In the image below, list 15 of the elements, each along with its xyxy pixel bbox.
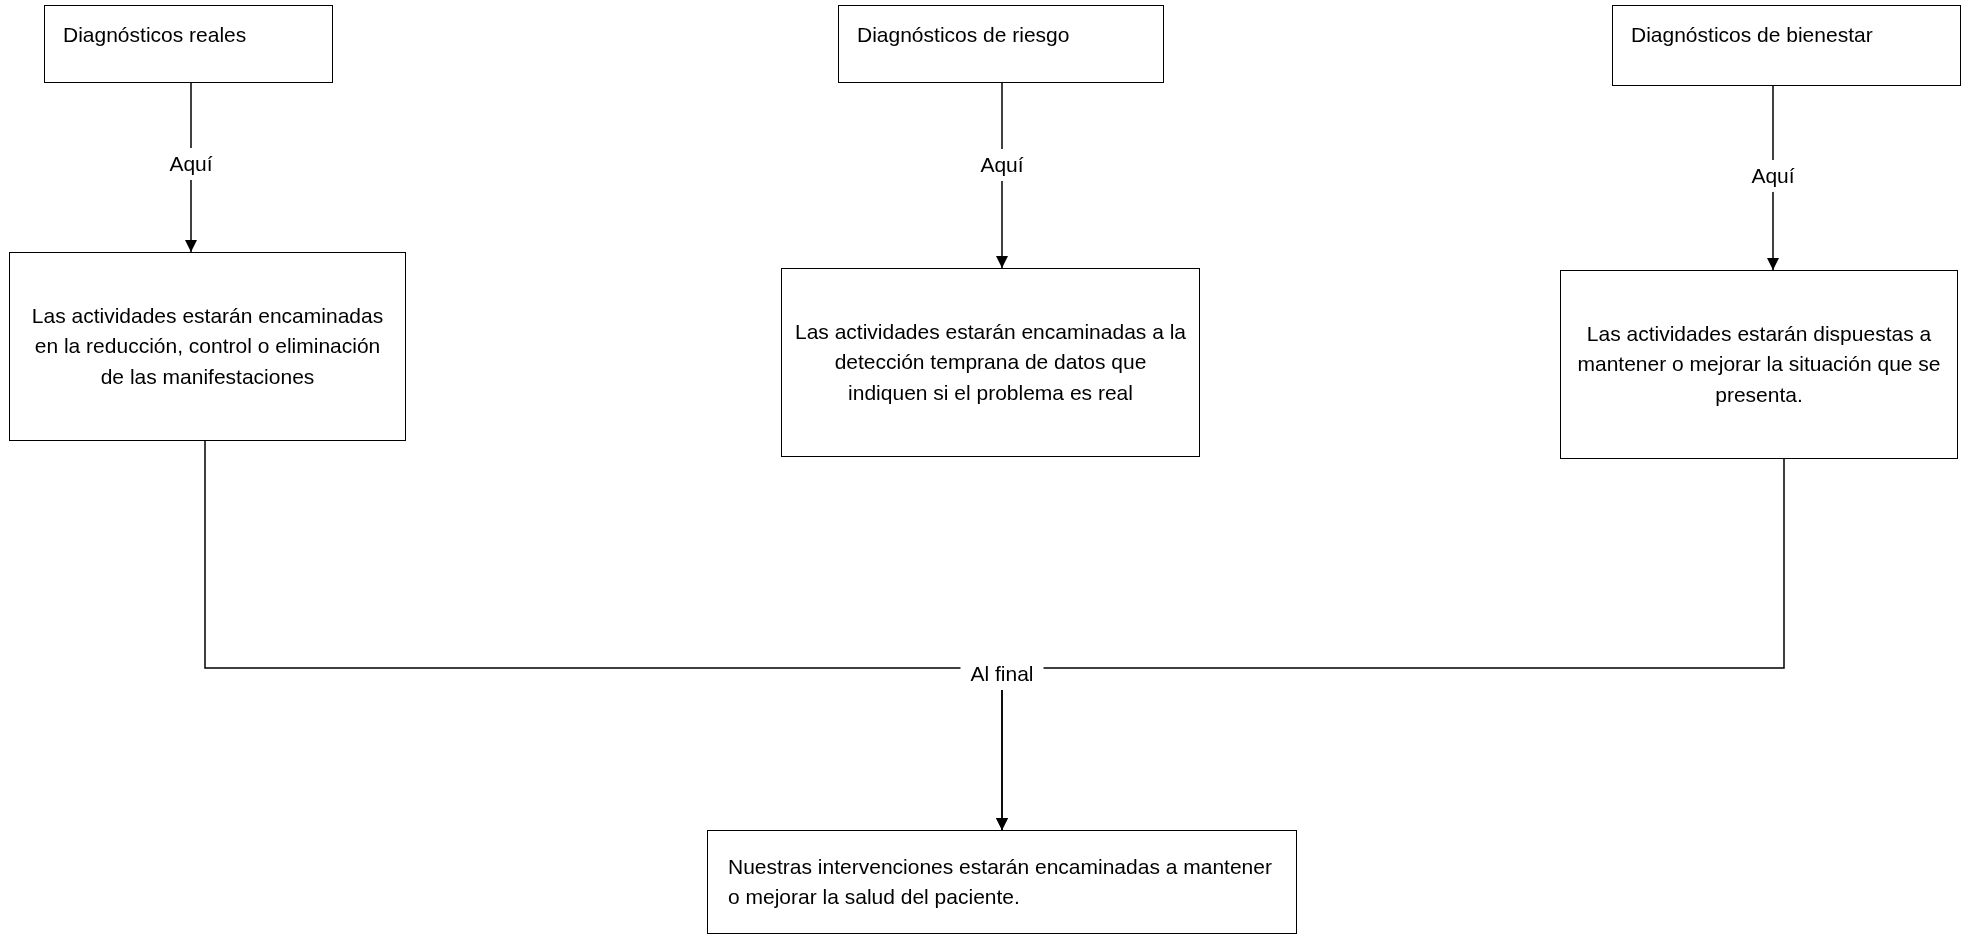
box-text: Diagnósticos de riesgo xyxy=(857,22,1070,48)
text-box xyxy=(838,5,1164,83)
text-box xyxy=(9,252,406,441)
box-text: Las actividades estarán encaminadas en la reducción, control o eliminación de las manifestaciones xyxy=(30,302,385,390)
box-text: Diagnósticos de bienestar xyxy=(1631,22,1873,48)
box-text: Las actividades estarán encaminadas a la detección temprana de datos que indiquen si el problema es real xyxy=(794,318,1187,406)
text-box xyxy=(707,830,1297,934)
text-box xyxy=(1560,270,1958,459)
arrow xyxy=(996,458,1785,831)
text-box xyxy=(1612,5,1961,86)
box-text: Nuestras intervenciones estarán encaminadas a mantener o mejorar la salud del paciente. xyxy=(728,853,1273,910)
box-text: Diagnósticos reales xyxy=(63,22,247,48)
box-text: Las actividades estarán dispuestas a mantener o mejorar la situación que se presenta. xyxy=(1576,320,1942,408)
text-box xyxy=(44,5,333,83)
text-box xyxy=(781,268,1200,457)
